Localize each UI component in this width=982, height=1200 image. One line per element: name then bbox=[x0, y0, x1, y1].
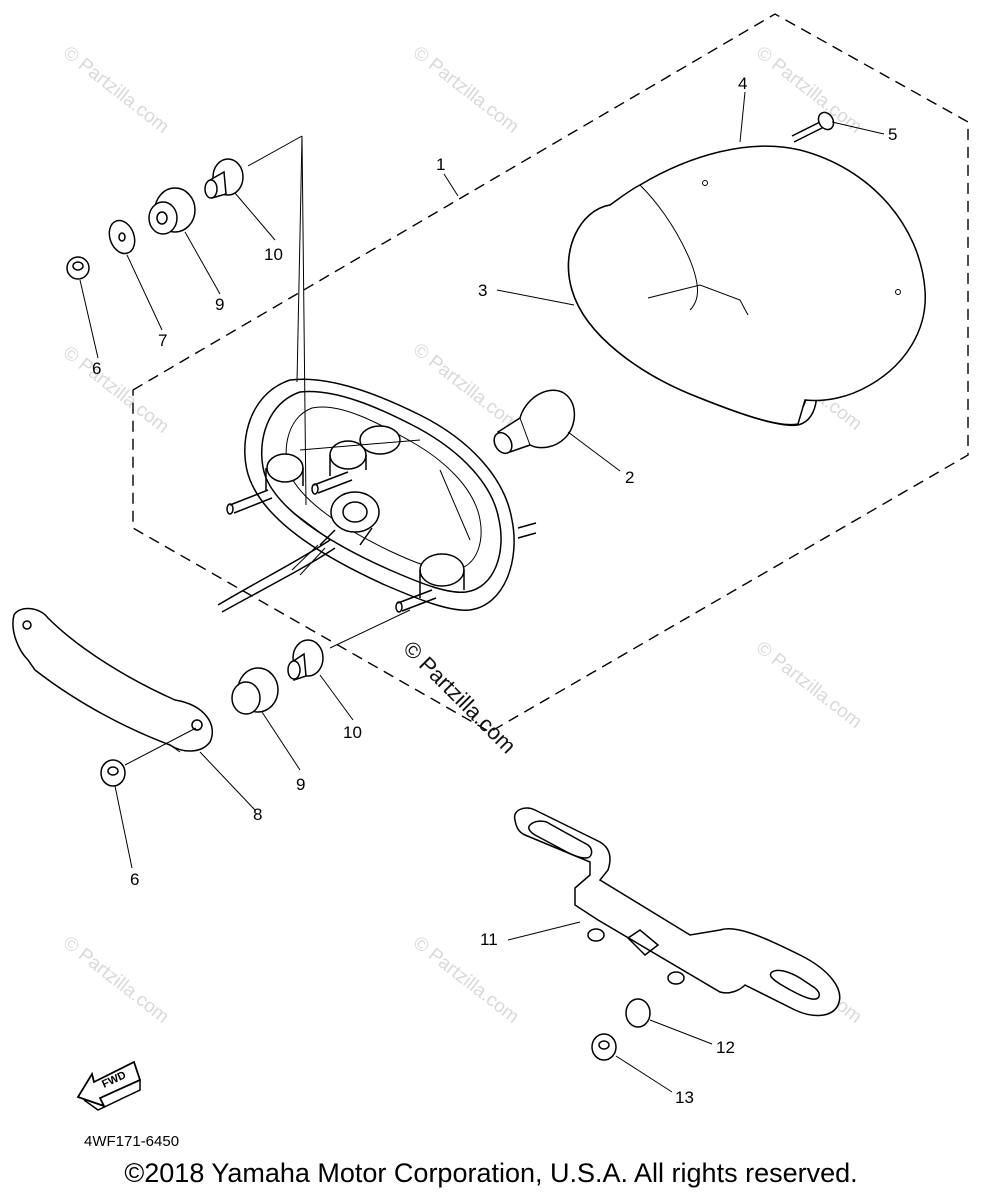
callout-1: 1 bbox=[436, 155, 445, 174]
callout-11: 11 bbox=[480, 930, 498, 949]
callout-5: 5 bbox=[888, 125, 897, 144]
license-bracket bbox=[513, 807, 841, 1017]
callout-13: 13 bbox=[675, 1088, 694, 1107]
callout-10-lower: 10 bbox=[343, 723, 362, 742]
stud-guide-lines bbox=[247, 135, 411, 649]
nut-6-lower bbox=[100, 759, 126, 787]
watermark: © Partzilla.com bbox=[752, 637, 866, 732]
callout-9-upper: 9 bbox=[215, 295, 224, 314]
diagram-part-number: 4WF171-6450 bbox=[84, 1133, 179, 1150]
nut-13 bbox=[591, 1033, 617, 1061]
collar-10-lower bbox=[287, 639, 324, 682]
callout-6-lower: 6 bbox=[130, 870, 139, 889]
watermark: © Partzilla.com bbox=[752, 42, 866, 137]
callout-labels: 1 2 3 4 5 6 7 9 10 6 8 9 10 11 12 13 bbox=[92, 74, 897, 1107]
grommet-9-upper bbox=[148, 187, 196, 235]
washer-7 bbox=[108, 219, 136, 255]
collar-10-upper bbox=[204, 158, 244, 199]
grommet-9-lower bbox=[231, 667, 279, 715]
callout-8: 8 bbox=[253, 805, 262, 824]
taillight-lens bbox=[567, 145, 926, 426]
fwd-arrow-icon: FWD bbox=[76, 1060, 142, 1111]
callout-2: 2 bbox=[625, 468, 634, 487]
screw bbox=[791, 111, 835, 143]
watermark: © Partzilla.com bbox=[59, 42, 173, 137]
watermark: © Partzilla.com bbox=[409, 42, 523, 137]
callout-6-upper: 6 bbox=[92, 359, 101, 378]
callout-10-upper: 10 bbox=[264, 245, 283, 264]
copyright-notice: ©2018 Yamaha Motor Corporation, U.S.A. A… bbox=[124, 1158, 858, 1188]
watermark: © Partzilla.com bbox=[409, 932, 523, 1027]
nut-6-upper bbox=[66, 256, 90, 280]
bulb bbox=[493, 389, 576, 455]
callout-4: 4 bbox=[738, 74, 747, 93]
leader-lines bbox=[79, 91, 885, 1093]
callout-12: 12 bbox=[716, 1038, 735, 1057]
callout-3: 3 bbox=[478, 281, 487, 300]
assembly-boundary bbox=[132, 13, 969, 733]
mounting-plate-8 bbox=[12, 607, 214, 753]
watermark: © Partzilla.com bbox=[59, 932, 173, 1027]
watermark: © Partzilla.com bbox=[409, 339, 523, 434]
washer-12 bbox=[625, 998, 651, 1028]
taillight-base bbox=[217, 378, 537, 613]
watermark: © Partzilla.com bbox=[59, 342, 173, 437]
watermark-main: © Partzilla.com bbox=[398, 636, 521, 759]
callout-7: 7 bbox=[158, 331, 167, 350]
callout-9-lower: 9 bbox=[296, 775, 305, 794]
